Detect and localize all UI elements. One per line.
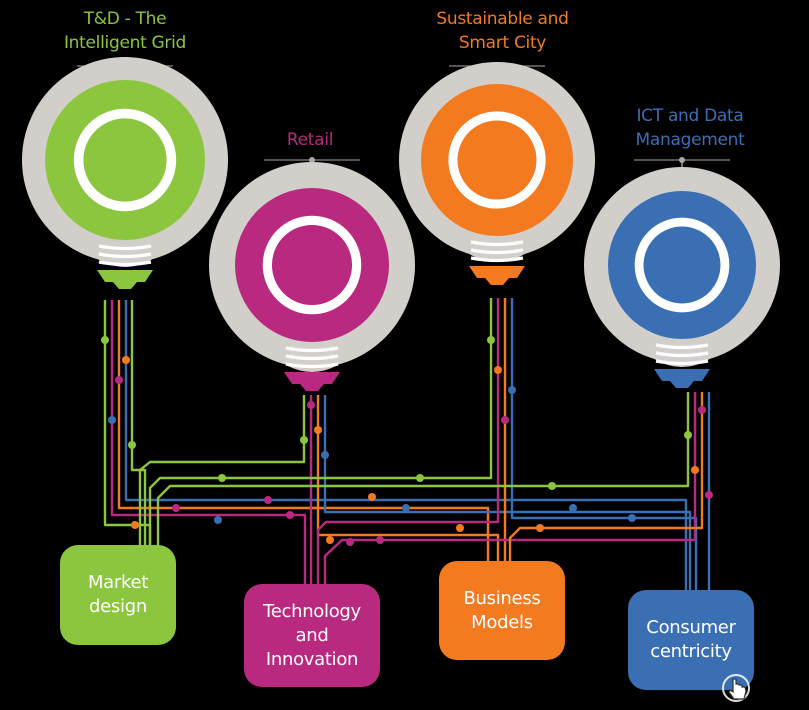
- node-dot-20: [172, 504, 180, 512]
- bulb-title-retail: Retail: [286, 130, 334, 150]
- node-dot-19: [548, 482, 556, 490]
- node-dot-16: [705, 491, 713, 499]
- consumer-centricity-box[interactable]: Consumer centricity: [628, 590, 754, 690]
- connector-4: [130, 300, 147, 548]
- node-dot-30: [376, 536, 384, 544]
- node-dot-21: [264, 496, 272, 504]
- node-dot-1: [115, 376, 123, 384]
- connector-14: [323, 392, 697, 590]
- node-dot-8: [321, 451, 329, 459]
- connector-3: [124, 300, 688, 595]
- node-dot-32: [131, 521, 139, 529]
- node-dot-15: [698, 406, 706, 414]
- connector-2: [117, 300, 490, 565]
- node-dot-7: [300, 436, 308, 444]
- connector-9: [148, 298, 493, 548]
- node-dot-33: [326, 536, 334, 544]
- node-dot-9: [487, 336, 495, 344]
- node-dot-22: [569, 504, 577, 512]
- bulb-retail: [209, 157, 415, 391]
- node-dot-13: [684, 431, 692, 439]
- node-dot-25: [286, 511, 294, 519]
- node-dot-2: [108, 416, 116, 424]
- bulb-title-city: Sustainable and Smart City: [436, 9, 569, 53]
- node-dot-12: [501, 416, 509, 424]
- hand-pointer-icon: [722, 674, 750, 702]
- bulb-title-td: T&D - The Intelligent Grid: [63, 9, 187, 53]
- node-dot-23: [628, 514, 636, 522]
- connector-15: [508, 392, 704, 565]
- node-dot-10: [494, 366, 502, 374]
- connector-12: [510, 298, 698, 595]
- connector-10: [316, 298, 500, 590]
- node-dot-0: [101, 336, 109, 344]
- business-models-box[interactable]: Business Models: [439, 561, 565, 660]
- node-dot-6: [314, 426, 322, 434]
- node-dot-17: [218, 474, 226, 482]
- node-dot-14: [691, 466, 699, 474]
- node-dot-18: [416, 474, 424, 482]
- node-dot-28: [456, 524, 464, 532]
- bulb-city: [399, 62, 595, 285]
- technology-innovation-box[interactable]: Technology and Innovation: [244, 584, 380, 687]
- market-design-box[interactable]: Market design: [60, 545, 176, 645]
- bulb-ict: [584, 157, 780, 388]
- node-dot-31: [346, 538, 354, 546]
- node-dot-3: [128, 441, 136, 449]
- connector-13: [156, 392, 690, 548]
- bulb-title-ict: ICT and Data Management: [635, 106, 745, 150]
- bulb-td: [22, 57, 228, 289]
- connector-1: [110, 300, 307, 590]
- node-dot-5: [307, 401, 315, 409]
- node-dot-27: [402, 504, 410, 512]
- connector-7: [316, 395, 500, 565]
- node-dot-29: [536, 524, 544, 532]
- node-dot-24: [214, 516, 222, 524]
- node-dot-26: [368, 493, 376, 501]
- node-dot-11: [508, 386, 516, 394]
- node-dot-4: [122, 356, 130, 364]
